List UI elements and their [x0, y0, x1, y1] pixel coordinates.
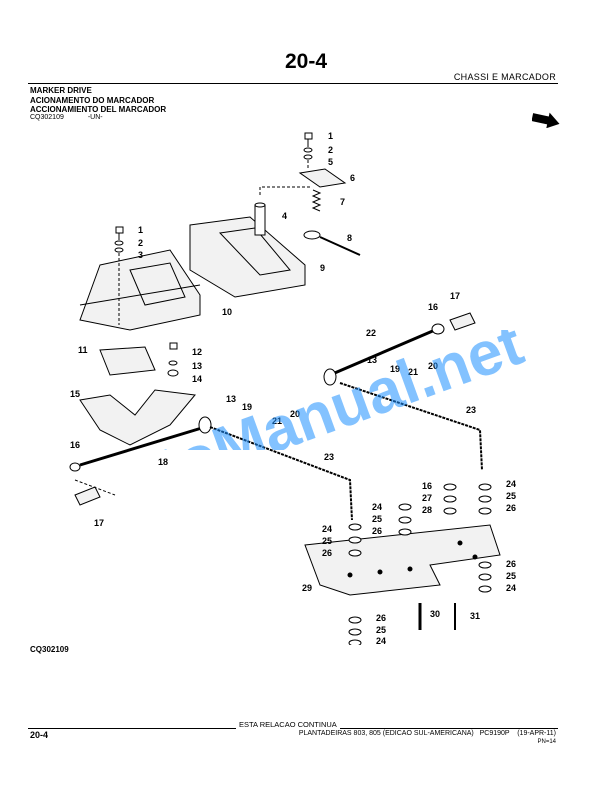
callout-labels: 1 2 5 6 7 4 1 2 3 8 9 10 11 12 13 14 15 …	[70, 131, 516, 645]
part-11-clamp	[99, 346, 156, 376]
callout: 26	[322, 548, 332, 558]
unit-label: -UN-	[87, 114, 103, 121]
part-23-chain-right	[339, 382, 483, 471]
callout: 24	[376, 636, 386, 645]
callout: 2	[138, 238, 143, 248]
callout: 11	[78, 345, 88, 355]
publication-code: PC9190P	[479, 730, 510, 737]
callout: 3	[138, 250, 143, 260]
title-portuguese: ACIONAMENTO DO MARCADOR	[30, 95, 155, 105]
reference-line: CQ302109 -UN-	[30, 114, 103, 121]
callout: 9	[320, 263, 325, 273]
callout: 25	[322, 536, 332, 546]
callout: 7	[340, 197, 345, 207]
callout: 17	[94, 518, 104, 528]
callout: 18	[158, 457, 168, 467]
callout: 24	[506, 583, 516, 593]
callout: 25	[506, 571, 516, 581]
callout: 8	[347, 233, 352, 243]
callout: 22	[366, 328, 376, 338]
pn-number: PN=14	[537, 739, 556, 745]
callout: 30	[430, 609, 440, 619]
publication-info: PLANTADEIRAS 803, 805 (EDICAO SUL-AMERIC…	[299, 730, 556, 737]
callout: 13	[226, 394, 236, 404]
part-4-pin	[254, 204, 266, 236]
exploded-parts-diagram: 1 2 5 6 7 4 1 2 3 8 9 10 11 12 13 14 15 …	[69, 131, 516, 645]
callout: 25	[506, 491, 516, 501]
part-29-plate	[304, 524, 501, 596]
callout: 27	[422, 493, 432, 503]
part-17-link	[74, 486, 101, 506]
callout: 13	[192, 361, 202, 371]
callout: 4	[282, 211, 287, 221]
callout: 13	[367, 355, 377, 365]
callout: 5	[328, 157, 333, 167]
direction-arrow-icon	[532, 112, 560, 128]
title-english: MARKER DRIVE	[30, 86, 92, 95]
reference-code: CQ302109	[30, 114, 64, 121]
title-spanish: ACCIONAMIENTO DEL MARCADOR	[30, 105, 167, 114]
callout: 20	[290, 409, 300, 419]
callout: 19	[390, 364, 400, 374]
callout: 1	[138, 225, 143, 235]
publication-date: (19-APR-11)	[517, 730, 556, 737]
callout: 24	[506, 479, 516, 489]
publication-title: PLANTADEIRAS 803, 805 (EDICAO SUL-AMERIC…	[298, 730, 474, 737]
callout: 12	[192, 347, 202, 357]
continue-note: ESTA RELACAO CONTINUA	[236, 720, 340, 729]
callout: 29	[302, 583, 312, 593]
callout: 14	[192, 374, 202, 384]
callout: 23	[324, 452, 334, 462]
callout: 15	[70, 389, 80, 399]
callout: 19	[242, 402, 252, 412]
callout: 16	[428, 302, 438, 312]
part-18-rod	[79, 425, 206, 467]
callout: 25	[376, 625, 386, 635]
part-9-bracket	[189, 216, 306, 298]
callout: 16	[70, 440, 80, 450]
callout: 25	[372, 514, 382, 524]
callout: 26	[506, 559, 516, 569]
page-number-top: 20-4	[284, 50, 328, 73]
callout: 6	[350, 173, 355, 183]
callout: 16	[422, 481, 432, 491]
callout: 1	[328, 131, 333, 141]
callout: 28	[422, 505, 432, 515]
part-7-spring	[311, 189, 322, 212]
callout: 24	[322, 524, 332, 534]
callout: 23	[466, 405, 476, 415]
header-rule	[28, 83, 558, 84]
part-15-clamp	[79, 389, 196, 446]
callout: 17	[450, 291, 460, 301]
part-10-bracket	[79, 249, 201, 331]
title-block: MARKER DRIVE ACIONAMENTO DO MARCADOR ACC…	[30, 86, 166, 115]
page-number-bottom: 20-4	[30, 730, 49, 740]
figure-label: CQ302109	[30, 645, 69, 654]
callout: 20	[428, 361, 438, 371]
part-23-chain-left	[209, 426, 353, 521]
callout: 21	[408, 367, 418, 377]
callout: 31	[470, 611, 480, 621]
callout: 26	[372, 526, 382, 536]
part-22-rod	[329, 328, 436, 377]
callout: 26	[506, 503, 516, 513]
callout: 24	[372, 502, 382, 512]
callout: 21	[272, 416, 282, 426]
section-title: CHASSI E MARCADOR	[453, 72, 556, 82]
callout: 26	[376, 613, 386, 623]
callout: 2	[328, 145, 333, 155]
part-8-eyebolt	[303, 230, 321, 240]
callout: 10	[222, 307, 232, 317]
part-6-plate	[298, 168, 347, 188]
